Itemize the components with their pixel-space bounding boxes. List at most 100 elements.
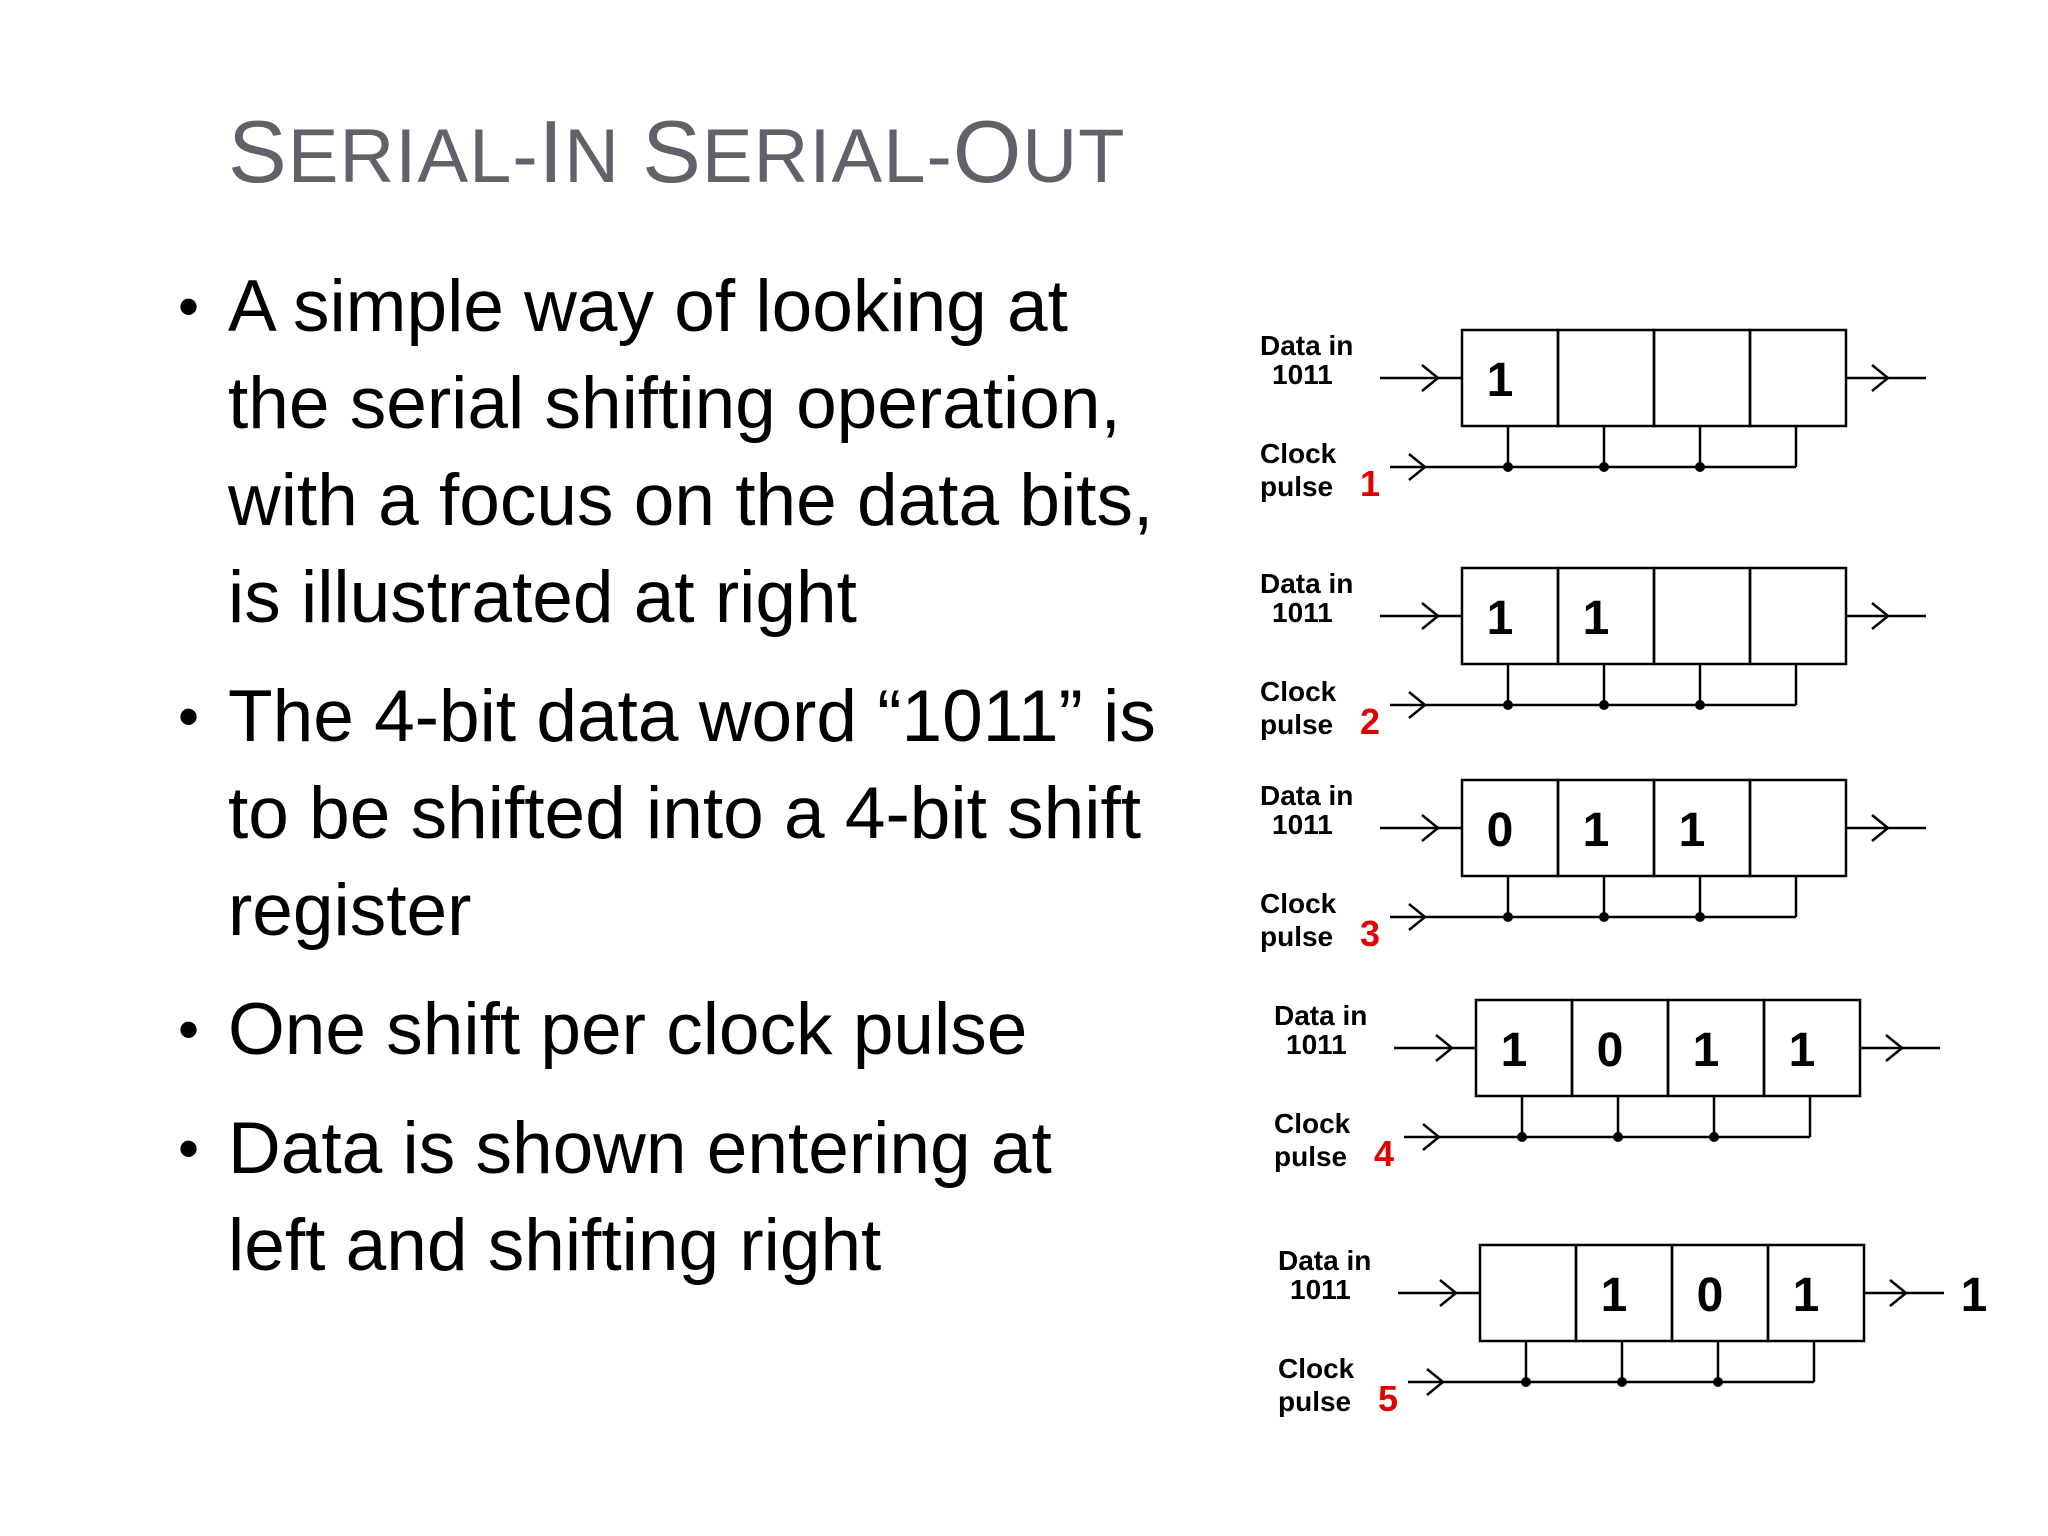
data-input-arrow	[1421, 814, 1440, 842]
register-cell	[1748, 566, 1848, 666]
cell-bit: 1	[1679, 804, 1706, 857]
bullet-dot: •	[178, 683, 200, 750]
clock-junction	[1617, 1377, 1627, 1387]
clock-junction	[1599, 912, 1609, 922]
title-part: ERIAL	[701, 114, 927, 199]
cell-bit: 1	[1583, 592, 1610, 645]
title-part: O	[952, 102, 1023, 201]
cell-bit: 1	[1793, 1269, 1820, 1322]
register-cell	[1478, 1243, 1578, 1343]
bullet-text: Data is shown entering at left and shift…	[228, 1108, 1052, 1286]
data-in-label: Data in	[1278, 1245, 1371, 1276]
clock-junction	[1521, 1377, 1531, 1387]
clock-junction	[1695, 700, 1705, 710]
pulse-number: 2	[1360, 701, 1380, 742]
clock-junction	[1503, 462, 1513, 472]
title-part: S	[228, 102, 288, 201]
clock-junction	[1695, 912, 1705, 922]
cell-bit: 1	[1501, 1024, 1528, 1077]
data-in-label: Data in	[1260, 568, 1353, 599]
data-word-label: 1011	[1286, 1029, 1347, 1060]
register-cell	[1652, 566, 1752, 666]
title-part: ERIAL	[287, 114, 513, 199]
bullet-dot: •	[178, 1115, 200, 1182]
cell-bit: 1	[1487, 354, 1514, 407]
data-in-label: Data in	[1274, 1000, 1367, 1031]
bullet-dot: •	[178, 273, 200, 340]
slide-title: SERIAL-IN SERIAL-OUT	[228, 108, 1126, 196]
register-cell	[1748, 328, 1848, 428]
title-part: N	[564, 114, 621, 199]
pulse-number: 1	[1360, 463, 1380, 504]
clock-junction	[1613, 1132, 1623, 1142]
clock-label: Clock	[1278, 1353, 1355, 1384]
data-word-label: 1011	[1272, 809, 1333, 840]
pulse-label: pulse	[1274, 1141, 1347, 1172]
clock-arrow	[1426, 1368, 1445, 1396]
cell-bit: 1	[1487, 592, 1514, 645]
pulse-number: 4	[1374, 1133, 1394, 1174]
register-cell	[1652, 328, 1752, 428]
clock-junction	[1709, 1132, 1719, 1142]
bullet-dot: •	[178, 996, 200, 1063]
bullet-item: • One shift per clock pulse	[170, 981, 1160, 1078]
bullet-list: • A simple way of looking at the serial s…	[170, 258, 1160, 1316]
pulse-number: 3	[1360, 913, 1380, 954]
cell-bit: 1	[1789, 1024, 1816, 1077]
pulse-label: pulse	[1260, 921, 1333, 952]
clock-label: Clock	[1260, 676, 1337, 707]
data-output-arrow	[1889, 1279, 1908, 1307]
clock-junction	[1599, 462, 1609, 472]
data-output-arrow	[1871, 364, 1890, 392]
data-in-label: Data in	[1260, 330, 1353, 361]
cell-bit: 0	[1597, 1024, 1624, 1077]
data-output-arrow	[1871, 814, 1890, 842]
pulse-label: pulse	[1260, 471, 1333, 502]
cell-bit: 1	[1601, 1269, 1628, 1322]
pulse-number: 5	[1378, 1378, 1398, 1419]
title-part: I	[538, 102, 565, 201]
title-part: S	[642, 102, 702, 201]
clock-junction	[1503, 912, 1513, 922]
data-input-arrow	[1421, 364, 1440, 392]
data-output-arrow	[1885, 1034, 1904, 1062]
pulse-label: pulse	[1278, 1386, 1351, 1417]
clock-arrow	[1408, 903, 1427, 931]
title-part: UT	[1022, 114, 1126, 199]
data-in-label: Data in	[1260, 780, 1353, 811]
output-bit: 1	[1961, 1269, 1988, 1322]
register-cell	[1556, 328, 1656, 428]
pulse-label: pulse	[1260, 709, 1333, 740]
clock-label: Clock	[1260, 888, 1337, 919]
bullet-text: A simple way of looking at the serial sh…	[228, 266, 1154, 638]
data-word-label: 1011	[1272, 597, 1333, 628]
data-input-arrow	[1421, 602, 1440, 630]
title-part: -	[512, 114, 539, 199]
clock-arrow	[1408, 691, 1427, 719]
data-input-arrow	[1435, 1034, 1454, 1062]
cell-bit: 0	[1697, 1269, 1724, 1322]
clock-junction	[1599, 700, 1609, 710]
clock-junction	[1695, 462, 1705, 472]
cell-bit: 1	[1583, 804, 1610, 857]
bullet-item: •The 4-bit data word “1011” is to be shi…	[170, 668, 1160, 959]
clock-label: Clock	[1260, 438, 1337, 469]
title-part	[620, 114, 642, 199]
data-word-label: 1011	[1290, 1274, 1351, 1305]
clock-arrow	[1408, 453, 1427, 481]
data-word-label: 1011	[1272, 359, 1333, 390]
bullet-item: • A simple way of looking at the serial s…	[170, 258, 1160, 646]
data-output-arrow	[1871, 602, 1890, 630]
bullet-item: • Data is shown entering at left and shif…	[170, 1100, 1160, 1294]
register-cell	[1748, 778, 1848, 878]
title-part: -	[926, 114, 953, 199]
clock-arrow	[1422, 1123, 1441, 1151]
cell-bit: 0	[1487, 804, 1514, 857]
cell-bit: 1	[1693, 1024, 1720, 1077]
data-input-arrow	[1439, 1279, 1458, 1307]
clock-junction	[1517, 1132, 1527, 1142]
bullet-text: One shift per clock pulse	[228, 989, 1028, 1070]
clock-label: Clock	[1274, 1108, 1351, 1139]
